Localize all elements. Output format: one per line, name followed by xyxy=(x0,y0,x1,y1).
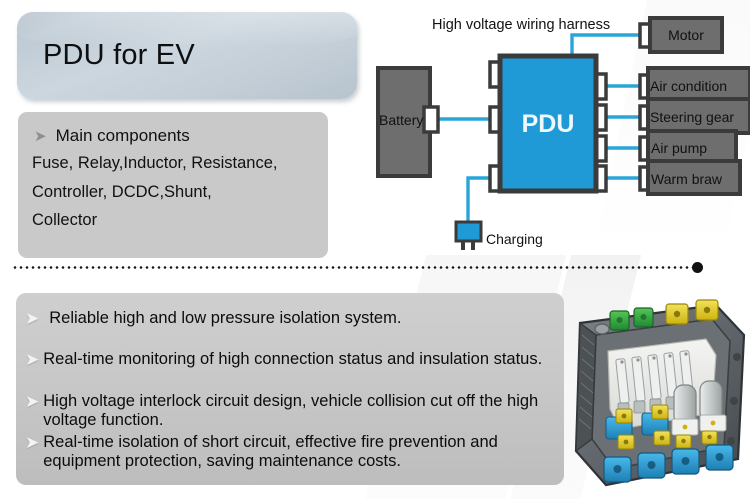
feature-item: ➤ High voltage interlock circuit design,… xyxy=(25,392,563,430)
arrow-bullet-icon: ➤ xyxy=(25,433,40,452)
load-label-warm-braw: Warm braw xyxy=(651,171,723,187)
arrow-bullet-icon: ➤ xyxy=(34,127,47,145)
charging-label: Charging xyxy=(486,231,543,247)
feature-text: Real-time isolation of short circuit, ef… xyxy=(43,433,498,471)
divider-end-dot xyxy=(692,262,703,273)
feature-text: Reliable high and low pressure isolation… xyxy=(49,309,402,327)
feature-item: ➤ Real-time isolation of short circuit, … xyxy=(25,433,563,471)
load-block-motor xyxy=(648,16,724,54)
connector-blue-front-group xyxy=(603,444,734,483)
relay-block-group xyxy=(605,404,718,450)
charging-plug-icon xyxy=(454,220,483,243)
feature-text: High voltage interlock circuit design, v… xyxy=(43,392,539,430)
charging-pin-icon xyxy=(471,241,475,250)
main-components-heading: ➤ Main components xyxy=(34,126,328,146)
battery-connector-icon xyxy=(422,105,440,134)
component-line: Controller, DCDC,Shunt, xyxy=(32,182,212,201)
component-line: Fuse, Relay,Inductor, Resistance, xyxy=(32,154,278,172)
feature-text: Real-time monitoring of high connection … xyxy=(43,350,543,368)
arrow-bullet-icon: ➤ xyxy=(25,309,40,328)
connector-green-group xyxy=(609,307,654,331)
harness-label: High voltage wiring harness xyxy=(432,17,610,33)
grommet-icon xyxy=(594,323,610,335)
arrow-bullet-icon: ➤ xyxy=(25,392,40,411)
load-block-warm-braw xyxy=(646,159,742,196)
pdu-label: PDU xyxy=(522,110,575,138)
main-components-heading-label: Main components xyxy=(55,126,190,145)
main-components-panel: ➤ Main components Fuse, Relay,Inductor, … xyxy=(18,112,328,258)
feature-item: ➤ Real-time monitoring of high connectio… xyxy=(25,350,542,370)
pdu-block-diagram: .box { fill:#6e6e6e; stroke:#3b3b3b; str… xyxy=(368,0,750,262)
load-label-air-condition: Air condition xyxy=(650,78,727,94)
title-banner: PDU for EV xyxy=(17,12,357,99)
product-photo xyxy=(566,289,750,499)
section-divider xyxy=(12,266,695,269)
load-label-motor: Motor xyxy=(668,27,704,43)
load-label-air-pump: Air pump xyxy=(651,140,707,156)
battery-label: Battery xyxy=(379,112,423,128)
charging-pin-icon xyxy=(461,241,465,250)
connector-yellow-top-group xyxy=(665,299,719,325)
arrow-bullet-icon: ➤ xyxy=(25,350,40,369)
load-label-steering-gear: Steering gear xyxy=(650,109,734,125)
feature-item: ➤ Reliable high and low pressure isolati… xyxy=(25,309,401,329)
load-block-steering-gear xyxy=(646,97,750,135)
features-panel: ➤ Reliable high and low pressure isolati… xyxy=(16,293,564,485)
component-line: Collector xyxy=(32,211,98,230)
page-title: PDU for EV xyxy=(43,39,195,71)
pdu-block xyxy=(497,53,599,194)
relay-pair xyxy=(671,380,727,436)
